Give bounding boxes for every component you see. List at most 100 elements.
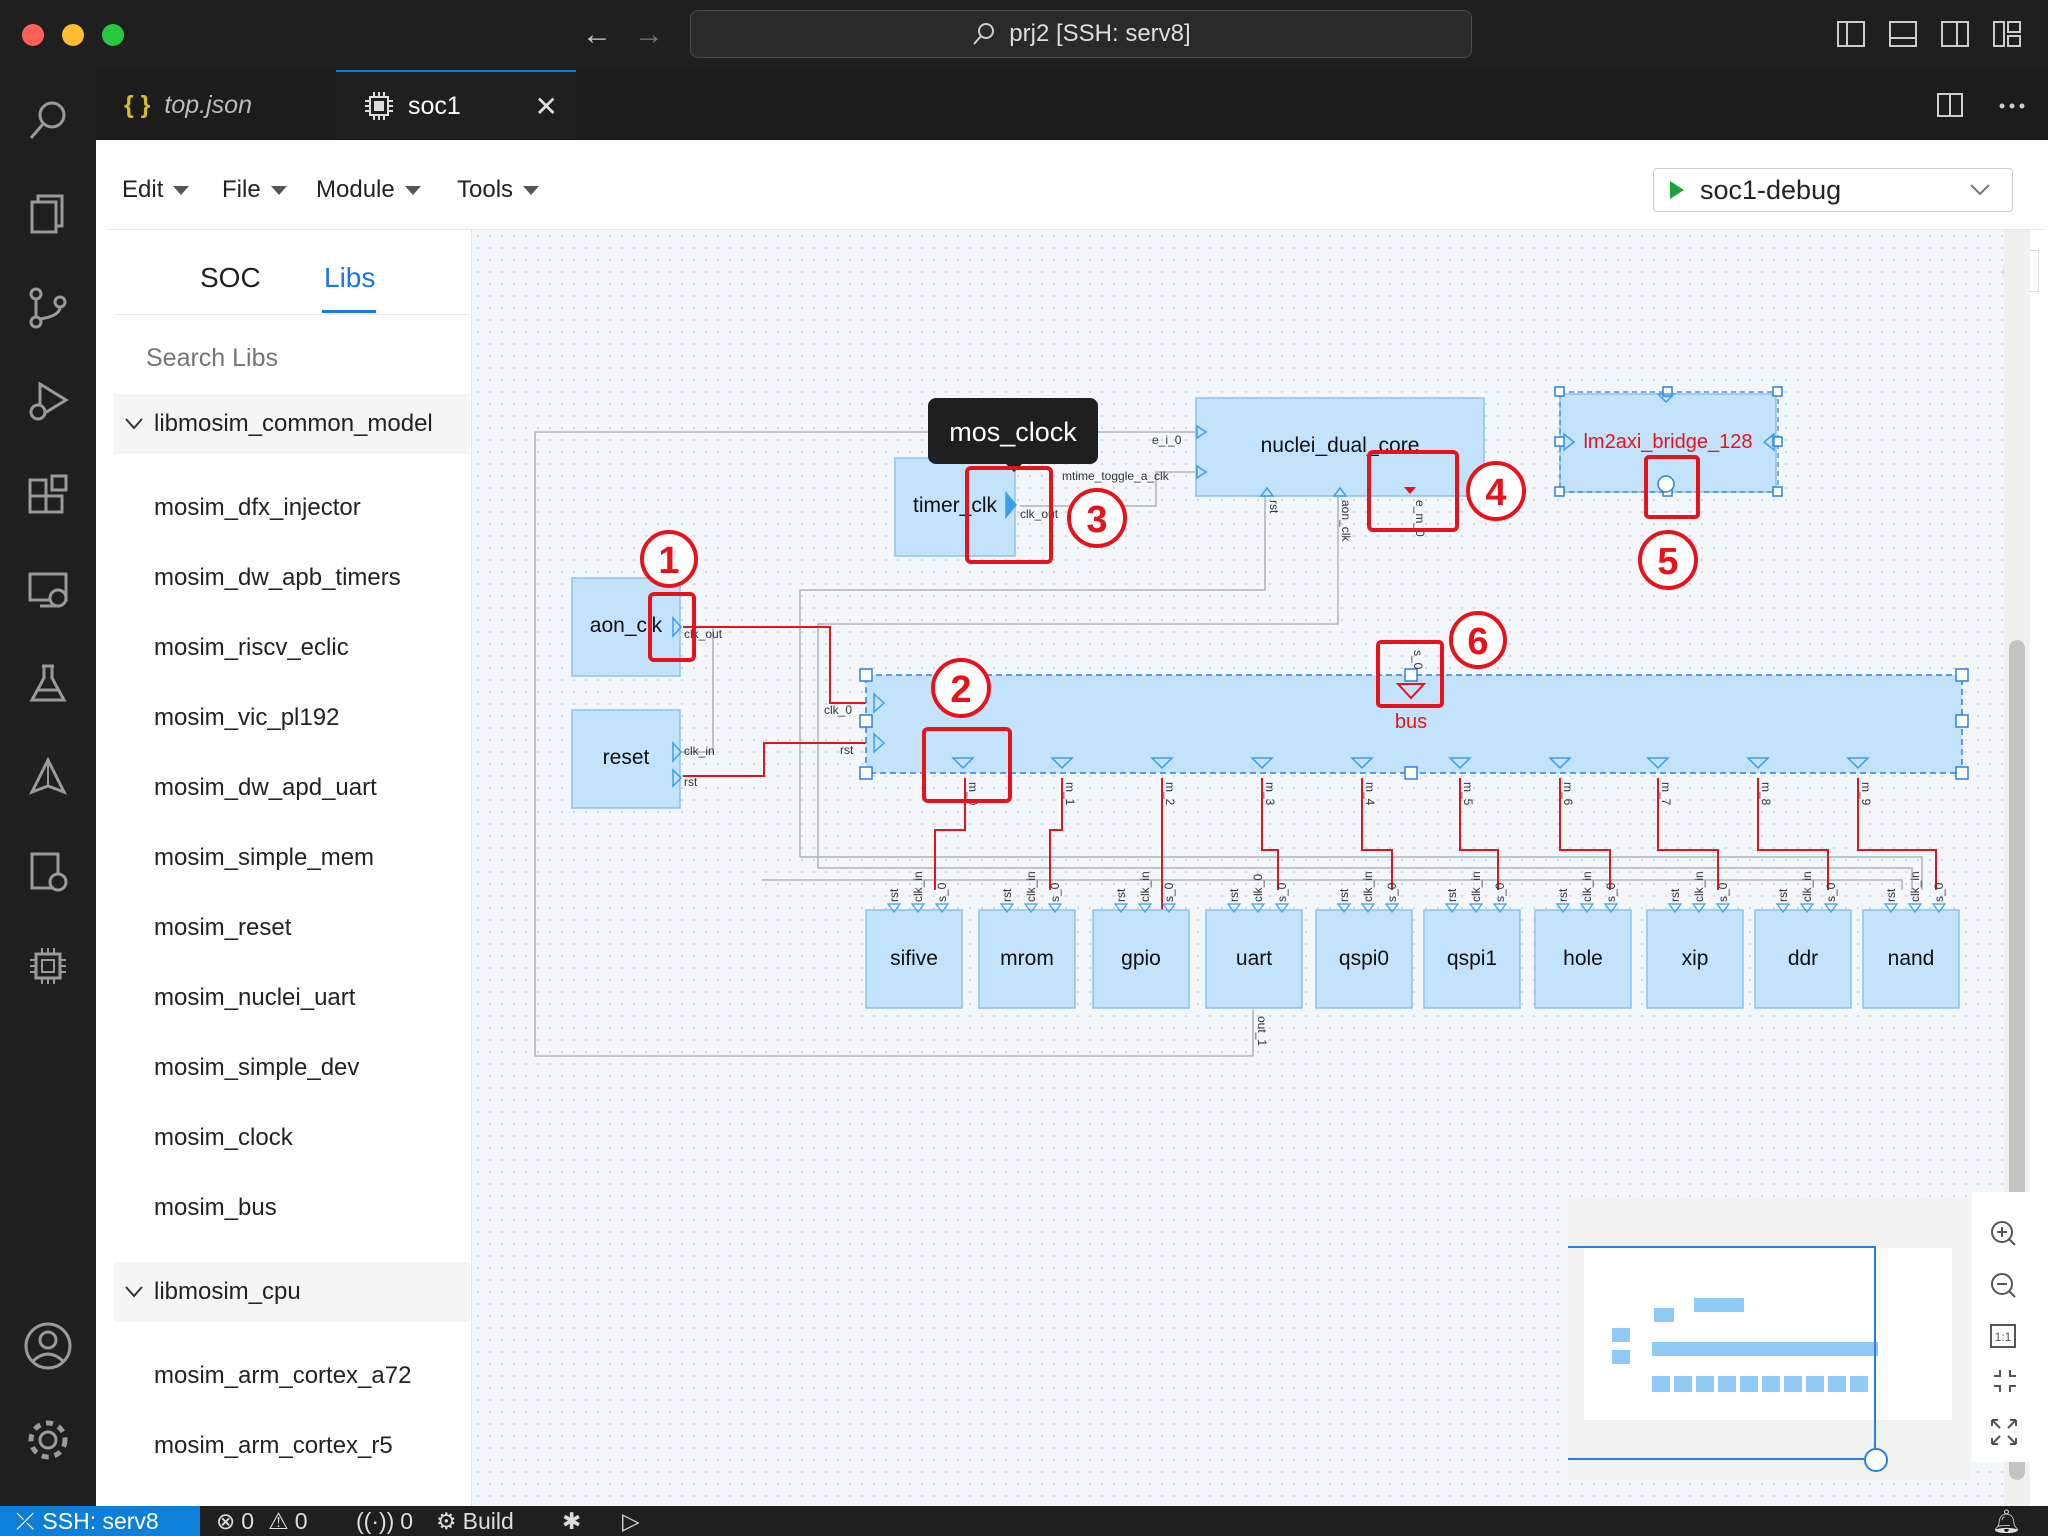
block-reset[interactable] <box>571 709 681 809</box>
peripheral-port-marker[interactable] <box>910 903 926 913</box>
peripheral-port-marker[interactable] <box>1823 903 1839 913</box>
peripheral-port-marker[interactable] <box>1226 903 1242 913</box>
debug-bug-icon[interactable]: ✱ <box>562 1507 582 1534</box>
minimap-viewport[interactable] <box>1568 1246 1876 1460</box>
tab-top-json[interactable]: { } top.json <box>96 70 336 140</box>
list-item[interactable]: mosim_nuclei_uart <box>154 984 356 1011</box>
actual-size-icon[interactable]: 1:1 <box>1990 1324 2016 1348</box>
peripheral-port-marker[interactable] <box>1492 903 1508 913</box>
tab-soc1[interactable]: soc1 ✕ <box>336 70 576 140</box>
bridge-connector-handle[interactable] <box>1657 475 1675 493</box>
peripheral-port-marker[interactable] <box>1336 903 1352 913</box>
ports-indicator[interactable]: ((·))0 <box>356 1506 413 1536</box>
peripheral-port-marker[interactable] <box>1579 903 1595 913</box>
list-item[interactable]: mosim_arm_cortex_r5 <box>154 1432 393 1459</box>
selection-handles[interactable] <box>859 386 1969 780</box>
block-timer-clk[interactable] <box>894 457 1016 557</box>
zoom-in-icon[interactable] <box>1991 1221 2016 1246</box>
notifications-bell-icon[interactable]: 🔔︎ <box>1992 1507 2022 1534</box>
toggle-primary-sidebar-icon[interactable] <box>1837 21 1865 47</box>
port-e-m-0[interactable] <box>1404 487 1416 494</box>
run-and-debug-icon[interactable] <box>18 372 78 432</box>
more-actions-icon[interactable] <box>1999 103 2025 109</box>
build-button[interactable]: ⚙Build <box>436 1506 514 1536</box>
menu-file[interactable]: File <box>222 176 287 204</box>
peripheral-port-marker[interactable] <box>999 903 1015 913</box>
list-item[interactable]: mosim_dw_apd_uart <box>154 774 377 801</box>
peripheral-port-marker[interactable] <box>1907 903 1923 913</box>
diagram-minimap[interactable] <box>1568 1198 1970 1480</box>
peripheral-port-marker[interactable] <box>1667 903 1683 913</box>
peripheral-port-marker[interactable] <box>886 903 902 913</box>
tab-soc[interactable]: SOC <box>200 262 261 293</box>
close-tab-icon[interactable]: ✕ <box>534 90 558 122</box>
zoom-out-icon[interactable] <box>1991 1273 2016 1298</box>
minimize-window-button[interactable] <box>62 24 84 46</box>
fullscreen-icon[interactable] <box>1991 1419 2017 1445</box>
peripheral-port-marker[interactable] <box>1691 903 1707 913</box>
port-s-0-top[interactable] <box>1395 683 1427 700</box>
peripheral-port-marker[interactable] <box>1023 903 1039 913</box>
peripheral-port-marker[interactable] <box>1715 903 1731 913</box>
command-center[interactable]: prj2 [SSH: serv8] <box>690 10 1472 58</box>
peripheral-port-marker[interactable] <box>934 903 950 913</box>
peripheral-port-marker[interactable] <box>1883 903 1899 913</box>
peripheral-port-marker[interactable] <box>1384 903 1400 913</box>
tree-group-libmosim-common-model[interactable]: libmosim_common_model <box>114 394 470 454</box>
list-item[interactable]: mosim_simple_dev <box>154 1054 360 1081</box>
peripheral-port-marker[interactable] <box>1444 903 1460 913</box>
peripheral-port-marker[interactable] <box>1047 903 1063 913</box>
toggle-panel-icon[interactable] <box>1889 21 1917 47</box>
diagram-canvas[interactable]: nuclei_dual_core timer_clk aon_clk reset… <box>472 230 2004 1506</box>
block-bus[interactable] <box>865 674 1963 774</box>
back-arrow-icon[interactable]: ← <box>582 18 612 51</box>
list-item[interactable]: mosim_dfx_injector <box>154 494 361 521</box>
menu-module[interactable]: Module <box>316 176 421 204</box>
list-item[interactable]: mosim_vic_pl192 <box>154 704 340 731</box>
chip-icon[interactable] <box>18 936 78 996</box>
port-markers[interactable] <box>672 393 1870 1010</box>
peripheral-port-marker[interactable] <box>1113 903 1129 913</box>
peripheral-port-marker[interactable] <box>1775 903 1791 913</box>
minimap-resize-handle[interactable] <box>1864 1448 1888 1472</box>
menu-tools[interactable]: Tools <box>457 176 540 204</box>
tree-group-libmosim-cpu[interactable]: libmosim_cpu <box>114 1262 470 1322</box>
peripheral-port-marker[interactable] <box>1360 903 1376 913</box>
remote-indicator[interactable]: ⤫ SSH: serv8 <box>0 1506 200 1536</box>
peripheral-port-marker[interactable] <box>1931 903 1947 913</box>
search-icon[interactable] <box>18 90 78 150</box>
settings-clipboard-icon[interactable] <box>18 842 78 902</box>
customize-layout-icon[interactable] <box>1993 21 2021 47</box>
account-icon[interactable] <box>18 1316 78 1376</box>
list-item[interactable]: mosim_bus <box>154 1194 277 1221</box>
zoom-window-button[interactable] <box>102 24 124 46</box>
list-item[interactable]: mosim_riscv_eclic <box>154 634 349 661</box>
toggle-secondary-sidebar-icon[interactable] <box>1941 21 1969 47</box>
tab-libs[interactable]: Libs <box>324 262 376 293</box>
extensions-icon[interactable] <box>18 466 78 526</box>
split-editor-icon[interactable] <box>1937 93 1963 117</box>
source-control-icon[interactable] <box>18 278 78 338</box>
peripheral-port-marker[interactable] <box>1161 903 1177 913</box>
testing-flask-icon[interactable] <box>18 654 78 714</box>
peripheral-port-marker[interactable] <box>1250 903 1266 913</box>
pen-tool-icon[interactable] <box>18 748 78 808</box>
close-window-button[interactable] <box>22 24 44 46</box>
list-item[interactable]: mosim_dw_apb_timers <box>154 564 401 591</box>
peripheral-port-marker[interactable] <box>1799 903 1815 913</box>
gear-icon[interactable] <box>18 1410 78 1470</box>
explorer-files-icon[interactable] <box>18 184 78 244</box>
run-config-select[interactable]: soc1-debug <box>1653 168 2013 212</box>
peripheral-port-marker[interactable] <box>1468 903 1484 913</box>
list-item[interactable]: mosim_reset <box>154 914 292 941</box>
forward-arrow-icon[interactable]: → <box>634 18 664 51</box>
